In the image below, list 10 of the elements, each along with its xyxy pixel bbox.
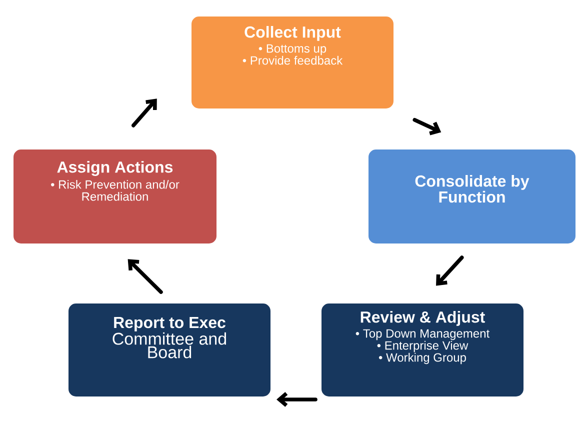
- arrow: [412, 118, 442, 136]
- arrow: [132, 98, 157, 128]
- process-box: Review & Adjust • Top Down Management • Enterprise View • Working Group: [318, 300, 526, 400]
- arrow: [436, 256, 464, 286]
- process-box: Consolidate by Function: [366, 146, 578, 246]
- process-box: Report to Exec Committee and Board: [66, 300, 274, 400]
- arrow: [276, 392, 318, 407]
- process-box: Collect Input • Bottoms up • Provide feedback: [188, 14, 396, 112]
- arrow: [128, 259, 163, 294]
- process-box: Assign Actions • Risk Prevention and/or Remediation: [10, 146, 220, 246]
